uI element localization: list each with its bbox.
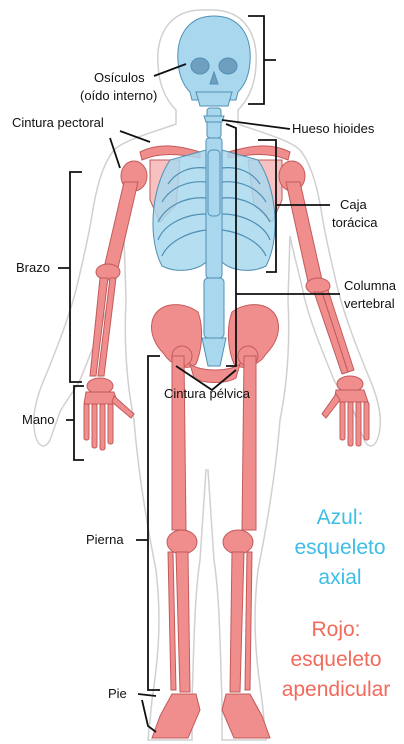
cervical-vertebrae <box>207 108 221 138</box>
label-cintura-pectoral: Cintura pectoral <box>12 115 104 130</box>
label-columna-1: Columna <box>344 278 397 293</box>
legend: Azul: esqueleto axial Rojo: esqueleto ap… <box>282 506 391 701</box>
legend-blue-2: esqueleto <box>294 536 385 559</box>
label-hueso-hioides: Hueso hioides <box>292 121 375 136</box>
right-thumb <box>322 394 340 418</box>
label-caja-1: Caja <box>340 197 368 212</box>
hueso-hioides-line <box>222 120 290 129</box>
legend-red-3: apendicular <box>282 678 391 701</box>
label-osiculos-1: Osículos <box>94 70 145 85</box>
right-finger-3 <box>356 402 361 446</box>
right-tibia <box>230 552 244 692</box>
right-femur <box>242 356 256 530</box>
legend-blue-3: axial <box>318 566 361 589</box>
label-osiculos-2: (oído interno) <box>80 88 157 103</box>
right-humerus <box>286 182 322 282</box>
left-foot <box>152 694 200 738</box>
label-pierna: Pierna <box>86 532 124 547</box>
sacrum <box>202 338 226 366</box>
left-tibia <box>176 552 190 692</box>
right-finger-2 <box>348 402 353 446</box>
left-femur <box>172 356 186 530</box>
label-caja-2: torácica <box>332 215 378 230</box>
right-fibula <box>245 552 252 690</box>
right-eye-socket <box>219 58 237 74</box>
label-brazo: Brazo <box>16 260 50 275</box>
right-finger-1 <box>340 402 345 440</box>
right-finger-4 <box>364 402 369 440</box>
hyoid-bone <box>204 116 224 122</box>
cintura-pectoral-line <box>120 131 150 142</box>
skull-bracket <box>248 16 276 104</box>
left-finger-1 <box>84 404 89 440</box>
jaw <box>196 92 232 106</box>
legend-red-2: esqueleto <box>290 648 381 671</box>
right-knee <box>223 530 253 554</box>
label-cintura-pelvica: Cintura pélvica <box>164 386 251 401</box>
label-columna-2: vertebral <box>344 296 395 311</box>
left-finger-4 <box>108 404 113 444</box>
left-knee <box>167 530 197 554</box>
pie-bracket <box>138 694 156 732</box>
legend-blue-1: Azul: <box>317 506 364 529</box>
sternum <box>208 150 220 216</box>
label-pie: Pie <box>108 686 127 701</box>
left-humerus <box>104 182 138 268</box>
legend-red-1: Rojo: <box>311 618 360 641</box>
skull <box>178 16 250 100</box>
left-fibula <box>168 552 176 690</box>
left-finger-2 <box>92 404 97 448</box>
pierna-bracket <box>136 356 160 690</box>
left-finger-3 <box>100 404 105 450</box>
left-eye-socket <box>191 58 209 74</box>
label-mano: Mano <box>22 412 55 427</box>
lumbar-vertebrae <box>204 278 224 338</box>
